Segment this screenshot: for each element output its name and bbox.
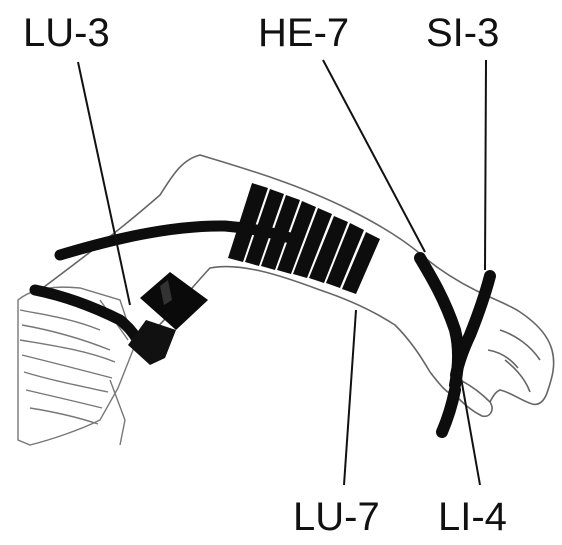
- label-lu3: LU-3: [23, 11, 110, 55]
- label-li4: LI-4: [438, 495, 507, 539]
- armband-device: [128, 272, 208, 365]
- label-he7: HE-7: [258, 11, 349, 55]
- leader-li4: [460, 372, 480, 485]
- sleeve: [18, 287, 135, 445]
- leader-lu7: [344, 310, 356, 485]
- label-lu7: LU-7: [293, 495, 380, 539]
- label-si3: SI-3: [426, 11, 499, 55]
- forearm-straps: [228, 183, 380, 294]
- hand-strap: [420, 258, 490, 432]
- leader-lu3: [78, 62, 130, 305]
- leader-si3: [485, 60, 486, 270]
